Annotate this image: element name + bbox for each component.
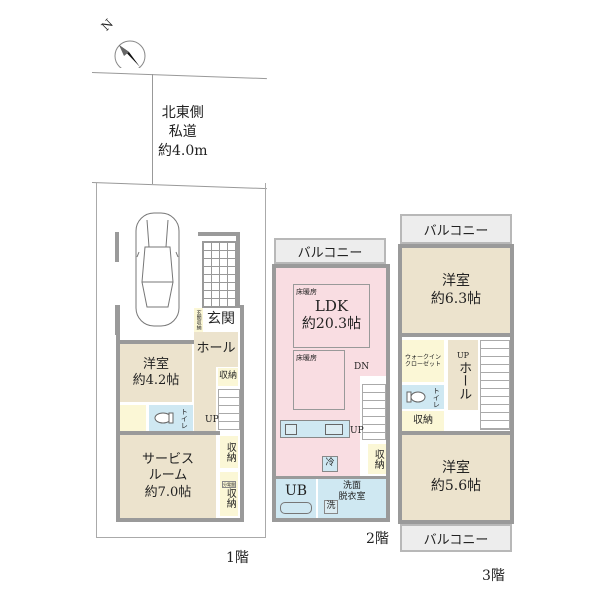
sink-icon xyxy=(325,424,343,435)
floor2-bath: UB xyxy=(276,479,316,518)
floor1-western-room: 洋室 約4.2帖 xyxy=(120,344,192,402)
floor1-stairs xyxy=(218,389,240,430)
floor2-kitchen-counter xyxy=(280,420,350,438)
compass-north-icon xyxy=(114,40,146,72)
toilet-icon xyxy=(154,412,174,424)
floor1-label: 1階 xyxy=(226,550,249,566)
parking-car-icon xyxy=(135,212,180,327)
road-label: 北東側 私道 約4.0m xyxy=(158,105,208,159)
toilet-icon xyxy=(406,391,426,403)
floor1-porch-wall-right xyxy=(236,232,240,308)
floor1-storage-2: 収納 xyxy=(220,436,238,468)
floor3-toilet: トイレ xyxy=(402,385,444,409)
floor2-balcony: バルコニー xyxy=(274,238,386,264)
floor1-shoe-storage: 玄関収納 xyxy=(194,308,203,332)
floor2-ldk-area xyxy=(276,268,386,376)
floor1-toilet: トイレ xyxy=(149,405,193,431)
floor2-label: 2階 xyxy=(366,531,389,547)
floor3-room-1: 洋室 約6.3帖 xyxy=(402,248,510,333)
floor3-wall-lower xyxy=(402,431,510,435)
floor3-label: 3階 xyxy=(482,568,505,584)
floor1-genkan: 玄関 xyxy=(204,308,238,332)
floor1-service-room: サービス ルーム 約7.0帖 xyxy=(120,435,216,518)
floor1-small-closet xyxy=(120,405,146,431)
floor2-up-label: UP xyxy=(350,426,364,436)
floor2-storage: 収納 xyxy=(368,444,386,474)
floor2-ldk-label: LDK 約20.3帖 xyxy=(301,296,362,332)
floor1-fence-left-top xyxy=(115,232,119,262)
floor1-wall-mid xyxy=(120,340,194,344)
floor1-up-label: UP xyxy=(205,415,219,425)
floor1-entrance-porch xyxy=(202,241,236,308)
compass: N xyxy=(98,16,148,72)
floor2-wall-bath xyxy=(276,476,386,479)
floor1-storage-3: 分電盤 収納 xyxy=(220,472,238,516)
floor3-room-2: 洋室 約5.6帖 xyxy=(402,435,510,520)
floor1-wall-lower xyxy=(120,431,220,435)
floor3-wall-mid xyxy=(402,333,510,337)
floor1-porch-wall xyxy=(198,232,240,236)
floor2-fridge: 冷 xyxy=(322,456,338,472)
floor1-storage-1: 収納 xyxy=(218,368,238,386)
floor3-balcony-bottom: バルコニー xyxy=(400,524,512,552)
road-dimension-line xyxy=(152,74,153,184)
floor2-floor-heating-2: 床暖房 xyxy=(293,350,345,410)
floor1-building xyxy=(116,305,244,522)
floor2-stairs xyxy=(362,384,386,440)
floor2-floor-heating-1: 床暖房 xyxy=(293,284,370,348)
stove-icon xyxy=(285,424,297,435)
floor3-walk-in-closet: ウォークイン クローゼット xyxy=(402,340,444,382)
floor2-washer: 洗 xyxy=(324,500,338,514)
floor3-balcony-top: バルコニー xyxy=(400,214,512,244)
floor1-site-boundary xyxy=(96,183,266,538)
floor2-dn-label: DN xyxy=(354,362,370,372)
floor3-storage: 収納 xyxy=(402,411,444,431)
bathtub-icon xyxy=(280,502,312,515)
floor3-hall: UP ホール xyxy=(448,340,478,410)
floor1-hall-corridor xyxy=(194,367,216,431)
floor3-stairs xyxy=(480,340,510,430)
floor1-hall: ホール xyxy=(194,332,238,367)
road-top-line xyxy=(91,72,267,80)
